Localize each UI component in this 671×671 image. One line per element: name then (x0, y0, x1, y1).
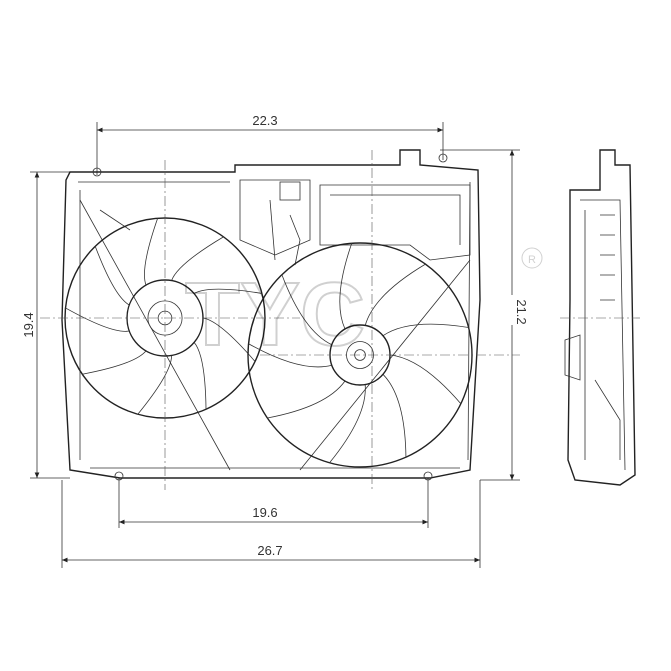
fan-blade (389, 354, 462, 404)
dimension-top-width: 22.3 (96, 113, 444, 175)
fan-blade (65, 307, 130, 332)
fan-blade (171, 236, 224, 281)
dimension-overall-width: 26.7 (61, 480, 481, 568)
fan-blade (82, 350, 147, 375)
dimension-label-left: 19.4 (21, 312, 36, 337)
dimension-left-height: 19.4 (21, 171, 70, 479)
fan-blade (382, 323, 469, 337)
svg-text:TYC: TYC (185, 265, 365, 365)
fan-blade (329, 384, 366, 464)
dimension-label-right: 21.2 (514, 299, 529, 324)
dimension-label-overall: 26.7 (257, 543, 282, 558)
fan-blade (248, 343, 332, 368)
dimension-right-height: 21.2 (440, 149, 529, 481)
center-lines (40, 150, 520, 490)
fan-blade (193, 288, 263, 294)
fan-blade (382, 374, 407, 458)
fan-blade (281, 274, 332, 346)
fan-shroud (61, 149, 481, 481)
fan-blade (94, 246, 130, 306)
fan-blade (202, 317, 256, 362)
registered-mark: R (528, 254, 536, 266)
fan-blade (144, 218, 159, 286)
fan-blade (339, 243, 353, 330)
fan-blade (267, 380, 346, 419)
fan-blade (137, 355, 172, 415)
fan-blade (193, 342, 207, 410)
side-view (560, 149, 640, 486)
dimension-label-top: 22.3 (252, 113, 277, 128)
fan-blade (364, 263, 426, 326)
dimension-bottom-mount-width: 19.6 (118, 478, 429, 528)
dimension-label-bottom: 19.6 (252, 505, 277, 520)
tyc-watermark: TYC R (184, 247, 543, 366)
